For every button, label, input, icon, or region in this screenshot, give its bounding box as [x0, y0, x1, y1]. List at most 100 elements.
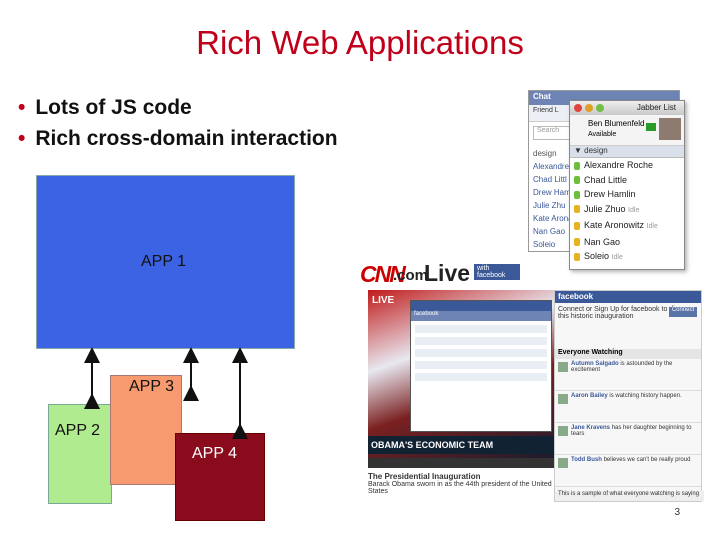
jabber-contact: Nan Gao — [574, 235, 684, 250]
jabber-contact: Soleio Idle — [574, 249, 684, 266]
camera-icon — [646, 123, 656, 131]
cnn-logo: CNN .com Live with facebook — [358, 260, 703, 287]
feed-text: believes we can't be really proud — [603, 457, 691, 463]
status-icon — [574, 161, 580, 170]
account-name: Ben Blumenfeld — [588, 119, 645, 128]
chat-contact-list: design Alexandre Chad Littl Drew Ham Jul… — [533, 147, 573, 251]
jabber-contact: Kate Aronowitz Idle — [574, 218, 684, 235]
chat-contact: Julie Zhu — [533, 201, 566, 210]
jabber-contact: Chad Little — [574, 173, 684, 188]
feed-item: Jane Kravens has her daughter beginning … — [555, 423, 701, 455]
facebook-login-dialog: facebook — [410, 300, 552, 432]
feed-item: Aaron Bailey is watching history happen. — [555, 391, 701, 423]
app4-box: APP 4 — [175, 433, 265, 521]
feed-item: Autumn Salgado is astounded by the excit… — [555, 359, 701, 391]
slide-title: Rich Web Applications — [196, 24, 524, 61]
facebook-connect-text: Connect or Sign Up for facebook to discu… — [558, 306, 693, 320]
dialog-row — [415, 373, 547, 381]
jabber-account: Ben Blumenfeld Available — [570, 115, 684, 146]
jabber-titlebar: Jabber List — [570, 101, 684, 115]
avatar — [558, 458, 568, 468]
app3-label: APP 3 — [129, 378, 175, 395]
bullet-icon: • — [18, 96, 26, 119]
jabber-contact: Julie Zhuo Idle — [574, 202, 684, 219]
jabber-contact-list: Alexandre Roche Chad Little Drew Hamlin … — [570, 158, 684, 266]
feed-name: Autumn Salgado — [571, 361, 619, 367]
everyone-watching-header: Everyone Watching — [555, 349, 701, 359]
feed-name: Todd Bush — [571, 457, 602, 463]
zoom-icon — [596, 104, 604, 112]
app1-box: APP 1 — [36, 175, 295, 349]
cnn-live-screenshot: CNN .com Live with facebook LIVE faceboo… — [358, 260, 704, 502]
facebook-header: facebook — [555, 291, 701, 303]
feed-text: has her daughter beginning to tears — [571, 425, 692, 437]
bullet-item: • Rich cross-domain interaction — [18, 123, 338, 154]
jabber-title: Jabber List — [636, 103, 676, 112]
jabber-contact: Drew Hamlin — [574, 187, 684, 202]
contact-name: Drew Hamlin — [584, 189, 636, 199]
minimize-icon — [585, 104, 593, 112]
cnn-logo-com: .com — [393, 267, 429, 284]
video-controls — [368, 458, 554, 468]
feed-name: Aaron Bailey — [571, 393, 608, 399]
chat-contact: Drew Ham — [533, 188, 571, 197]
caption-title: The Presidential Inauguration — [368, 472, 481, 481]
avatar — [558, 362, 568, 372]
account-status: Available — [588, 131, 617, 138]
contact-name: Julie Zhuo — [584, 203, 626, 214]
contact-status: Idle — [628, 206, 640, 214]
jabber-group: ▼ design — [570, 146, 684, 158]
feed-name: Jane Kravens — [571, 425, 611, 431]
avatar — [558, 426, 568, 436]
feed-item: Todd Bush believes we can't be really pr… — [555, 455, 701, 487]
dialog-row — [415, 337, 547, 345]
facebook-panel: facebook Connect or Sign Up for facebook… — [554, 290, 704, 502]
contact-name: Chad Little — [584, 174, 628, 185]
chat-contact: Alexandre — [533, 162, 570, 171]
status-icon — [574, 190, 580, 199]
status-icon — [574, 176, 580, 185]
bullet-text: Rich cross-domain interaction — [35, 127, 338, 150]
chat-contact: Kate Arona — [533, 214, 573, 223]
contact-status: Idle — [646, 223, 658, 230]
close-icon — [574, 104, 582, 112]
dialog-titlebar — [411, 301, 551, 311]
bullet-item: • Lots of JS code — [18, 92, 338, 123]
bullet-text: Lots of JS code — [35, 96, 192, 119]
dialog-row — [415, 361, 547, 369]
chat-contact: Nan Gao — [533, 227, 566, 236]
caption-text: Barack Obama sworn in as the 44th presid… — [368, 481, 552, 495]
chat-contact: Chad Littl — [533, 175, 567, 184]
live-badge: LIVE — [372, 295, 395, 306]
contact-name: Soleio — [584, 251, 610, 261]
contact-status: Idle — [611, 254, 623, 261]
jabber-list-screenshot: Jabber List Ben Blumenfeld Available ▼ d… — [569, 100, 685, 270]
chat-group-label: design — [533, 149, 557, 158]
chat-contact: Soleio — [533, 240, 556, 249]
jabber-contact: Alexandre Roche — [574, 158, 684, 173]
connect-button: Connect — [669, 307, 697, 317]
feed-text: is watching history happen. — [609, 393, 682, 399]
status-icon — [574, 221, 580, 230]
jabber-group-label: design — [584, 146, 608, 155]
bullet-icon: • — [18, 127, 26, 150]
slide-number: 3 — [674, 507, 680, 518]
with-facebook-badge: with facebook — [474, 264, 520, 280]
status-icon — [574, 205, 580, 214]
avatar — [558, 394, 568, 404]
status-icon — [574, 252, 580, 261]
app2-label: APP 2 — [55, 422, 101, 439]
lower-third: OBAMA'S ECONOMIC TEAM — [368, 436, 554, 454]
dialog-row — [415, 349, 547, 357]
bullet-list: • Lots of JS code • Rich cross-domain inte… — [18, 92, 338, 154]
dialog-header: facebook — [411, 311, 551, 321]
facebook-footer: This is a sample of what everyone watchi… — [555, 491, 704, 501]
cnn-logo-live: Live — [424, 260, 471, 286]
contact-name: Kate Aronowitz — [584, 220, 645, 230]
avatar — [659, 118, 681, 140]
contact-name: Nan Gao — [584, 236, 621, 247]
status-icon — [574, 238, 580, 247]
contact-name: Alexandre Roche — [584, 160, 654, 170]
video-caption: The Presidential Inauguration Barack Oba… — [368, 472, 554, 495]
